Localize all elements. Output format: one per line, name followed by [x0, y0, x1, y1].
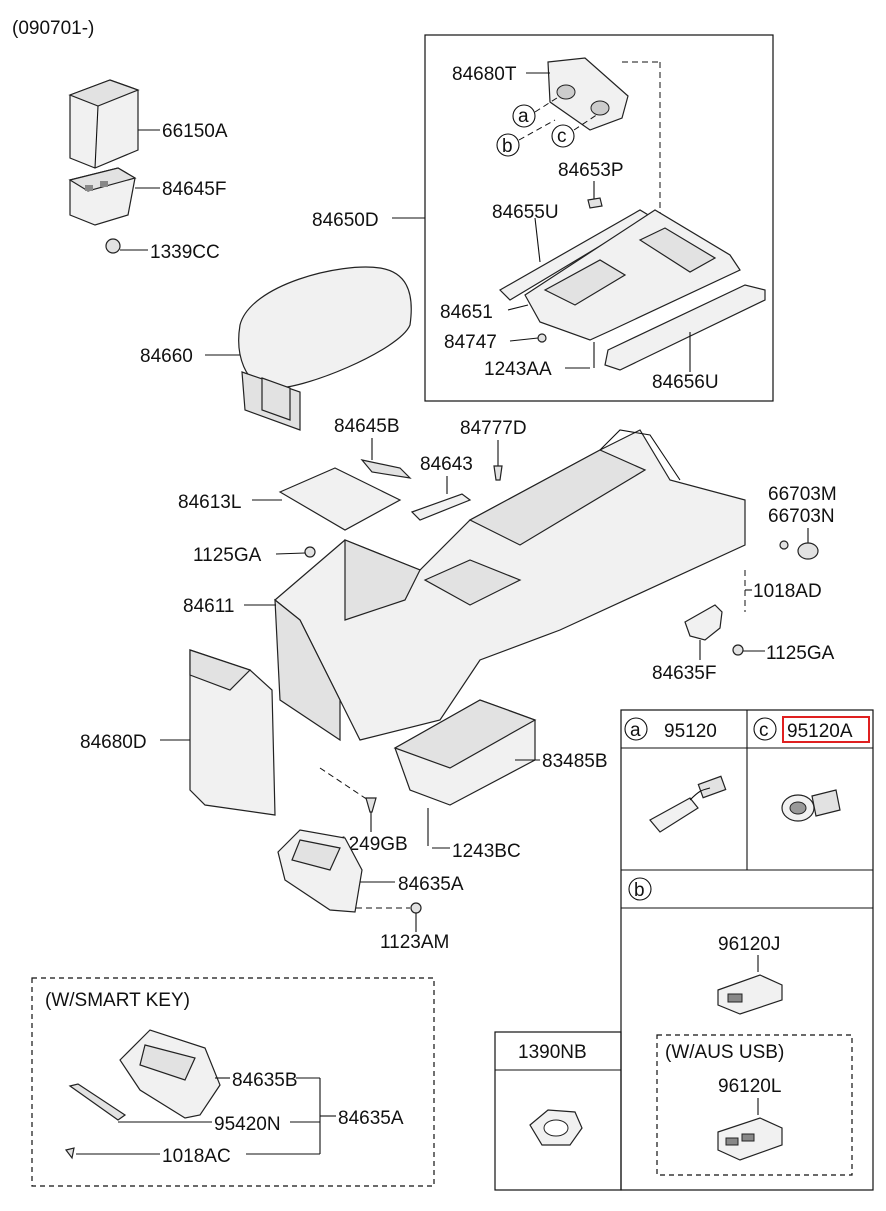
- screw-84777D-drawing: [493, 465, 503, 481]
- mat-84613L-drawing: [278, 467, 402, 531]
- screw-1249GB-drawing: [365, 797, 377, 813]
- table-part-95120: 95120: [664, 721, 717, 742]
- lid-84656U-drawing: [604, 284, 766, 371]
- callout-a-letter: a: [518, 106, 529, 127]
- table-part-95120A: 95120A: [787, 721, 853, 742]
- usb-box: [656, 1034, 853, 1176]
- highlight-box-95120A: [782, 716, 870, 743]
- label-66703N: 66703N: [768, 506, 835, 527]
- callout-b-letter: b: [502, 136, 513, 157]
- label-1125GA-right: 1125GA: [766, 643, 835, 664]
- table-circle-b: [628, 877, 652, 901]
- label-84655U: 84655U: [492, 202, 559, 223]
- label-84680D: 84680D: [80, 732, 147, 753]
- label-smart-84635B: 84635B: [232, 1070, 298, 1091]
- label-84645B: 84645B: [334, 416, 400, 437]
- usb-title: (W/AUS USB): [665, 1042, 784, 1063]
- table-letter-b: b: [634, 880, 645, 901]
- callout-c: [551, 124, 575, 148]
- label-1018AD: 1018AD: [753, 581, 822, 602]
- screw-1018AD-drawing: [779, 540, 789, 550]
- label-smart-1018AC: 1018AC: [162, 1146, 231, 1167]
- label-1125GA-left: 1125GA: [193, 545, 262, 566]
- label-84613L: 84613L: [178, 492, 241, 513]
- switch-96120J-drawing: [717, 974, 783, 1015]
- part-84660-armrest-drawing: [238, 266, 412, 431]
- smart-key-bracket-drawing: [119, 1029, 221, 1119]
- callout-b: [496, 133, 520, 157]
- label-84645F: 84645F: [162, 179, 226, 200]
- screw-1123AM-drawing: [410, 902, 422, 914]
- label-1249GB: 1249GB: [338, 834, 408, 855]
- parts-table: [494, 709, 874, 1191]
- table-letter-a: a: [630, 720, 641, 741]
- table-part-96120L: 96120L: [718, 1076, 781, 1097]
- part-84611-console-drawing: [274, 429, 746, 742]
- smart-key-box: [31, 977, 435, 1187]
- part-84645F-bracket-drawing: [68, 167, 137, 226]
- label-84611: 84611: [183, 596, 234, 617]
- label-84653P: 84653P: [558, 160, 624, 181]
- label-1243AA: 1243AA: [484, 359, 552, 380]
- part-84680T-panel-drawing: [547, 57, 629, 131]
- date-code: (090701-): [12, 18, 94, 39]
- table-circle-a: [624, 717, 648, 741]
- label-84747: 84747: [444, 332, 497, 353]
- clip-84653P-drawing: [587, 197, 603, 209]
- bracket-84645B-drawing: [360, 459, 412, 479]
- label-66150A: 66150A: [162, 121, 228, 142]
- plug-66703-drawing: [797, 542, 819, 560]
- label-84656U: 84656U: [652, 372, 719, 393]
- screw-84747-drawing: [537, 333, 547, 343]
- label-66703M: 66703M: [768, 484, 837, 505]
- label-83485B: 83485B: [542, 751, 608, 772]
- connector-95120-drawing: [649, 775, 727, 833]
- label-84680T: 84680T: [452, 64, 517, 85]
- part-66150A-pad-drawing: [68, 79, 140, 169]
- switch-96120L-drawing: [717, 1117, 783, 1161]
- nut-1339CC-drawing: [105, 238, 121, 254]
- bracket-84635A-drawing: [277, 829, 363, 913]
- screw-1125GA-left-drawing: [304, 546, 316, 558]
- screw-1018AC-drawing: [64, 1147, 75, 1160]
- label-84777D: 84777D: [460, 418, 527, 439]
- label-1243BC: 1243BC: [452, 841, 521, 862]
- table-part-1390NB: 1390NB: [518, 1042, 587, 1063]
- socket-95120A-drawing: [781, 789, 841, 822]
- smart-key-antenna-drawing: [68, 1083, 127, 1121]
- part-84651-console-top-drawing: [524, 209, 741, 341]
- label-1123AM: 1123AM: [380, 932, 449, 953]
- table-part-96120J: 96120J: [718, 934, 780, 955]
- label-84643: 84643: [420, 454, 473, 475]
- label-84635F: 84635F: [652, 663, 716, 684]
- ring-1390NB-drawing: [529, 1109, 583, 1146]
- bracket-84635F-drawing: [684, 604, 723, 641]
- label-smart-95420N: 95420N: [214, 1114, 281, 1135]
- callout-a: [512, 104, 536, 128]
- table-circle-c: [753, 717, 777, 741]
- label-84635A: 84635A: [398, 874, 464, 895]
- cover-84643-drawing: [410, 493, 472, 521]
- callout-c-letter: c: [557, 126, 567, 147]
- smart-key-title: (W/SMART KEY): [45, 990, 190, 1011]
- label-84660: 84660: [140, 346, 193, 367]
- label-84650D: 84650D: [312, 210, 379, 231]
- label-smart-84635A: 84635A: [338, 1108, 404, 1129]
- table-letter-c: c: [759, 720, 769, 741]
- label-84651: 84651: [440, 302, 493, 323]
- screw-1125GA-right-drawing: [732, 644, 744, 656]
- label-1339CC: 1339CC: [150, 242, 220, 263]
